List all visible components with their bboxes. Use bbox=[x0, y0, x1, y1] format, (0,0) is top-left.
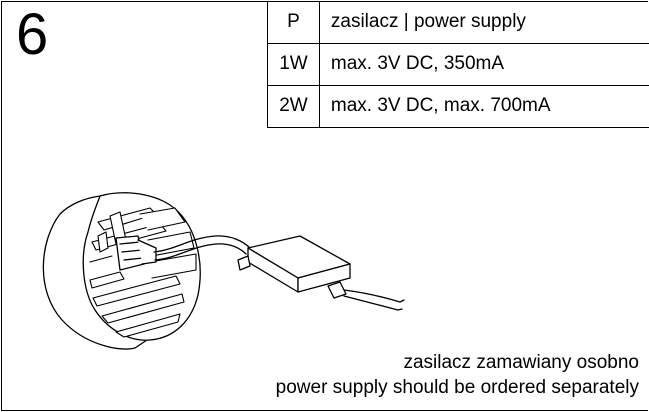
step-number: 6 bbox=[16, 2, 49, 67]
note-english: power supply should be ordered separatel… bbox=[275, 377, 639, 398]
power-supply-box bbox=[237, 235, 351, 293]
power-supply-spec-table: P zasilacz | power supply 1W max. 3V DC,… bbox=[267, 1, 649, 128]
cable-gland bbox=[115, 235, 157, 271]
cable bbox=[153, 235, 251, 253]
table-cell-spec: max. 3V DC, max. 700mA bbox=[318, 84, 649, 128]
table-cell-power: 2W bbox=[267, 84, 320, 128]
table-cell-power: 1W bbox=[267, 42, 320, 86]
table-header-power-supply: zasilacz | power supply bbox=[318, 1, 649, 44]
table-row: 1W max. 3V DC, 350mA bbox=[267, 42, 649, 86]
output-wires bbox=[327, 281, 405, 311]
note-polish: zasilacz zamawiany osobno bbox=[403, 352, 639, 373]
table-header-row: P zasilacz | power supply bbox=[267, 1, 649, 44]
table-cell-spec: max. 3V DC, 350mA bbox=[318, 42, 649, 86]
table-row: 2W max. 3V DC, max. 700mA bbox=[267, 84, 649, 128]
